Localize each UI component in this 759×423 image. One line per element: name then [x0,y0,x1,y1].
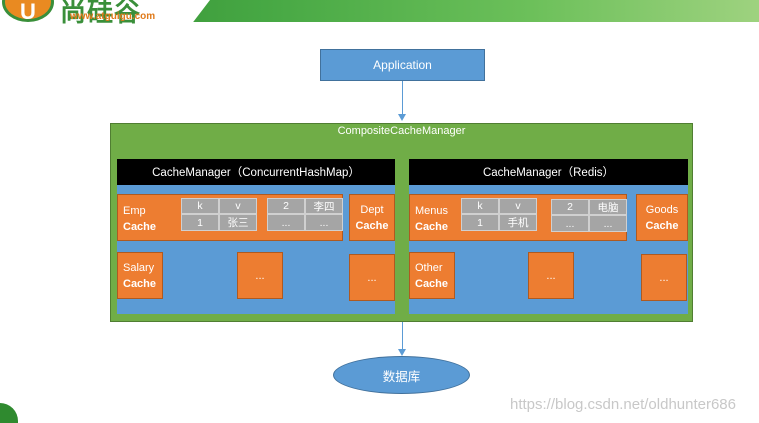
kv-cell: ... [551,215,589,232]
kv-cell: 2 [267,198,305,214]
menus-cache-suffix: Cache [415,221,449,233]
composite-cache-manager-title: CompositeCacheManager [337,125,466,137]
arrow-app-to-composite-head [398,114,406,121]
left-cache-manager-title: CacheManager（ConcurrentHashMap） [117,159,395,185]
logo-text: 尚硅谷 [60,0,142,27]
cache-placeholder: ... [641,254,687,301]
menus-cache-name: Menus [415,205,449,217]
logo-letter: U [20,0,36,24]
arrow-composite-to-db-line [402,322,403,350]
kv-cell: k [461,198,499,214]
cache-placeholder: ... [349,254,395,301]
emp-cache-name: Emp [123,205,146,217]
other-cache-name: Other [415,262,443,274]
kv-cell: 1 [461,214,499,231]
right-cache-manager-title: CacheManager（Redis） [409,159,688,185]
kv-cell: 电脑 [589,199,627,215]
kv-cell: ... [305,214,343,231]
kv-cell: 张三 [219,214,257,231]
kv-cell: ... [267,214,305,231]
cache-placeholder: ... [237,252,283,299]
kv-cell: 手机 [499,214,537,231]
kv-cell: 2 [551,199,589,215]
dept-cache-name: Dept [360,203,384,216]
kv-cell: 1 [181,214,219,231]
application-label: Application [373,58,432,72]
arrow-composite-to-db-head [398,349,406,356]
kv-cell: ... [589,215,627,232]
kv-cell: 李四 [305,198,343,214]
kv-cell: k [181,198,219,214]
goods-cache-suffix: Cache [645,219,679,232]
corner-decoration [0,403,18,423]
dept-cache-suffix: Cache [355,219,389,232]
logo-url: www.atguigu.com [70,11,156,22]
application-box: Application [320,49,485,81]
salary-cache-name: Salary [123,262,155,274]
dept-cache: Dept Cache [349,194,395,241]
database-label: 数据库 [382,369,421,384]
goods-cache: Goods Cache [636,194,688,241]
watermark: https://blog.csdn.net/oldhunter686 [510,396,736,413]
salary-cache-suffix: Cache [123,278,157,290]
kv-cell: v [499,198,537,214]
database-ellipse: 数据库 [333,356,470,394]
arrow-app-to-composite-line [402,81,403,115]
logo-icon: U [2,0,54,24]
other-cache-suffix: Cache [415,278,449,290]
kv-cell: v [219,198,257,214]
other-cache: Other Cache [409,252,455,299]
salary-cache: Salary Cache [117,252,163,299]
goods-cache-name: Goods [645,203,679,216]
cache-placeholder: ... [528,252,574,299]
emp-cache-suffix: Cache [123,221,157,233]
